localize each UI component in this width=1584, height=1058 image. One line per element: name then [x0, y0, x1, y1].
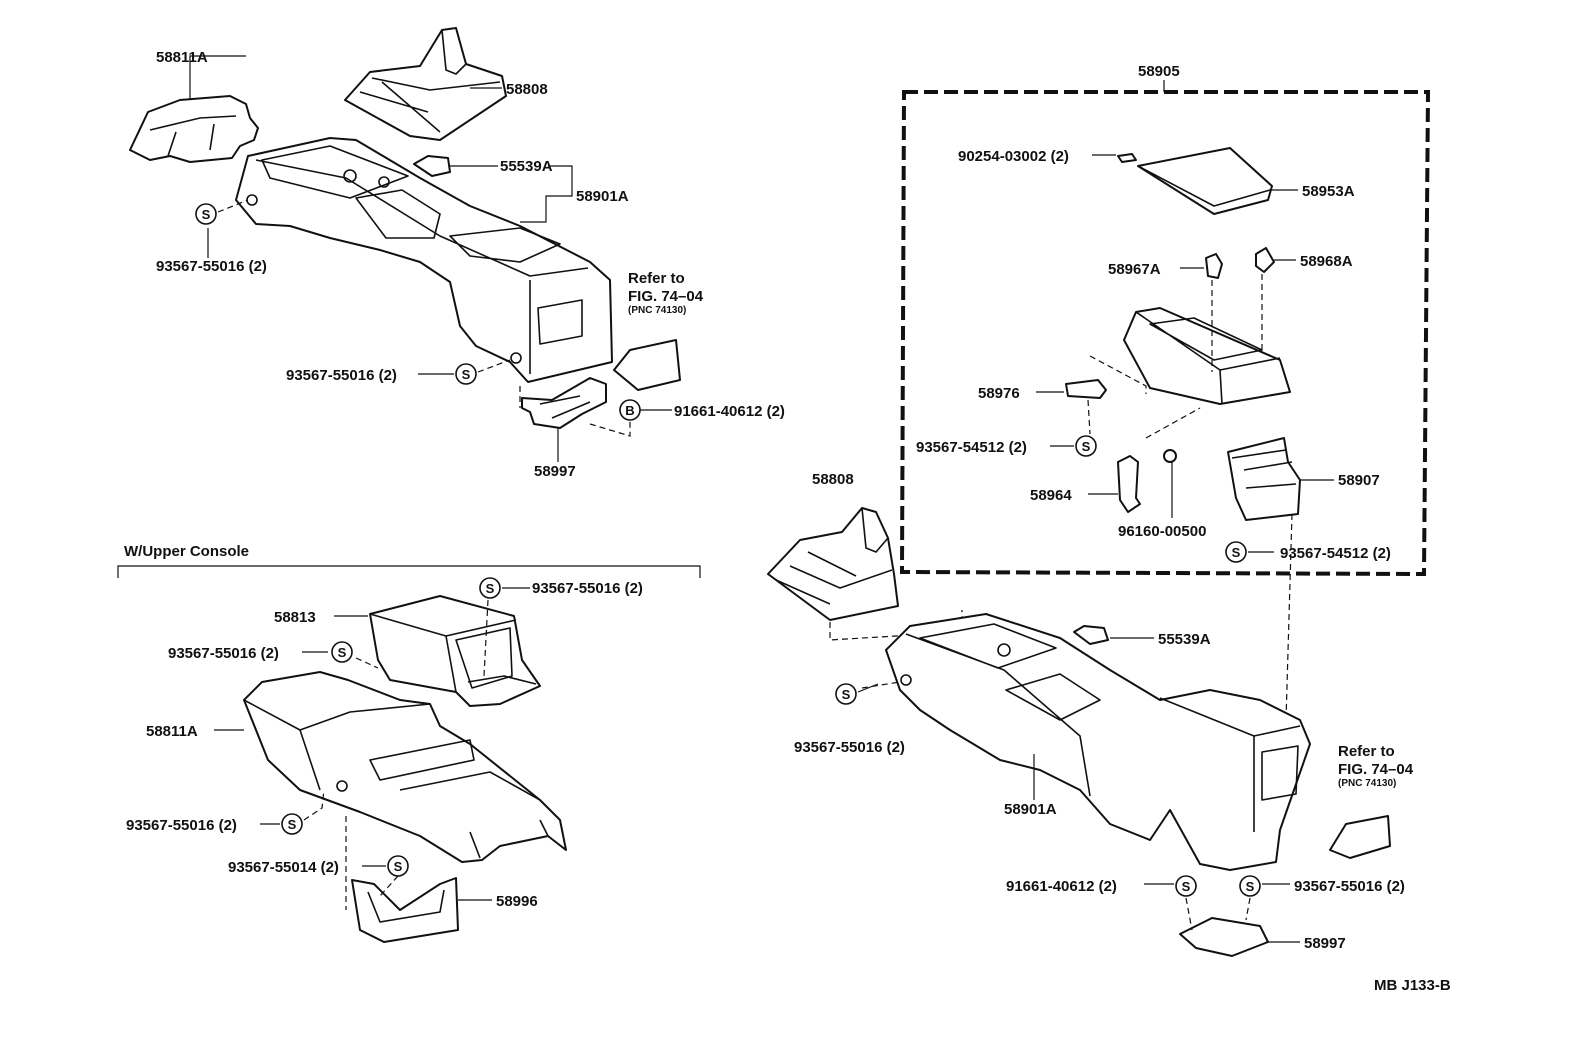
screw-symbol: S: [387, 855, 409, 877]
label-bolt-91661: 91661-40612 (2): [1006, 878, 1117, 895]
screw-symbol: S: [331, 641, 353, 663]
refer-cap-right: [1329, 815, 1391, 859]
svg-text:S: S: [462, 367, 471, 382]
label-58964: 58964: [1030, 487, 1072, 504]
part-55539a-right: [1073, 625, 1109, 645]
part-58997-bracket-right: [1179, 917, 1269, 957]
part-labels: 58811A 58808 55539A 58901A 93567-55016 (…: [124, 49, 1451, 994]
label-58808: 58808: [812, 471, 854, 488]
screw-symbol: S: [1239, 875, 1261, 897]
refer-cap: [613, 339, 681, 391]
right-sub-assembly: [899, 80, 1431, 721]
part-58976-bracket: [1065, 379, 1107, 399]
svg-text:S: S: [1232, 545, 1241, 560]
label-55539a: 55539A: [1158, 631, 1211, 648]
label-refer-pnc: (PNC 74130): [1338, 778, 1396, 789]
label-90254: 90254-03002 (2): [958, 148, 1069, 165]
label-refer-fig: FIG. 74–04: [1338, 761, 1414, 778]
screw-symbol: S: [1175, 875, 1197, 897]
part-58997-bracket: [521, 377, 607, 429]
part-55539a: [413, 155, 451, 177]
label-screw-55016: 93567-55016 (2): [156, 258, 267, 275]
fastener-symbols: S S B S S S S S S S S S: [195, 203, 1261, 897]
screw-symbol: S: [281, 813, 303, 835]
part-96160-washer: [1163, 449, 1177, 463]
label-screw-55016: 93567-55016 (2): [168, 645, 279, 662]
label-screw-55016: 93567-55016 (2): [794, 739, 905, 756]
part-58968a-clip: [1255, 247, 1275, 273]
part-58967a-clip: [1205, 253, 1223, 279]
svg-text:S: S: [1246, 879, 1255, 894]
label-96160: 96160-00500: [1118, 523, 1206, 540]
top-left-assembly: [129, 27, 681, 462]
label-58907: 58907: [1338, 472, 1380, 489]
label-58811a: 58811A: [156, 49, 208, 66]
screw-symbol: S: [479, 577, 501, 599]
part-58811a-cover: [129, 95, 259, 163]
label-screw-55016: 93567-55016 (2): [1294, 878, 1405, 895]
label-58967a: 58967A: [1108, 261, 1161, 278]
label-58905: 58905: [1138, 63, 1180, 80]
svg-text:S: S: [1182, 879, 1191, 894]
label-screw-55016: 93567-55016 (2): [286, 367, 397, 384]
label-screw-55014: 93567-55014 (2): [228, 859, 339, 876]
svg-text:S: S: [288, 817, 297, 832]
part-58811a-upper-console: [243, 671, 567, 863]
screw-symbol: S: [1075, 435, 1097, 457]
svg-text:S: S: [394, 859, 403, 874]
svg-text:S: S: [202, 207, 211, 222]
label-58968a: 58968A: [1300, 253, 1353, 270]
svg-text:S: S: [486, 581, 495, 596]
label-screw-54512: 93567-54512 (2): [1280, 545, 1391, 562]
label-58901a: 58901A: [576, 188, 629, 205]
part-58907-latch: [1227, 437, 1301, 521]
label-58997: 58997: [534, 463, 576, 480]
upper-console-section: [117, 565, 701, 943]
label-58996: 58996: [496, 893, 538, 910]
label-refer-fig: FIG. 74–04: [628, 288, 704, 305]
svg-text:S: S: [1082, 439, 1091, 454]
bolt-symbol: B: [619, 399, 641, 421]
right-lower-assembly: [767, 507, 1391, 957]
label-58811a: 58811A: [146, 723, 198, 740]
diagram-code: MB J133-B: [1374, 977, 1451, 994]
svg-text:B: B: [625, 403, 634, 418]
label-58901a: 58901A: [1004, 801, 1057, 818]
label-58808: 58808: [506, 81, 548, 98]
screw-symbol: S: [1225, 541, 1247, 563]
label-58813: 58813: [274, 609, 316, 626]
label-58997: 58997: [1304, 935, 1346, 952]
label-55539a: 55539A: [500, 158, 553, 175]
part-90254-pin: [1117, 153, 1137, 163]
section-title-upper-console: W/Upper Console: [124, 543, 249, 560]
sub-assembly-58905-boundary: [899, 90, 1431, 577]
svg-text:S: S: [338, 645, 347, 660]
part-58808-shift-boot: [344, 27, 507, 141]
label-refer-to: Refer to: [628, 270, 685, 287]
part-58901a-console: [235, 137, 613, 383]
label-58976: 58976: [978, 385, 1020, 402]
part-58964-lever: [1117, 455, 1141, 513]
screw-symbol: S: [195, 203, 217, 225]
svg-text:S: S: [842, 687, 851, 702]
screw-symbol: S: [835, 683, 857, 705]
label-bolt-91661: 91661-40612 (2): [674, 403, 785, 420]
part-58996-bracket: [351, 877, 459, 943]
label-screw-54512: 93567-54512 (2): [916, 439, 1027, 456]
label-refer-pnc: (PNC 74130): [628, 305, 686, 316]
screw-symbol: S: [455, 363, 477, 385]
label-refer-to: Refer to: [1338, 743, 1395, 760]
label-screw-55016: 93567-55016 (2): [532, 580, 643, 597]
label-58953a: 58953A: [1302, 183, 1355, 200]
part-58901a-console-right: [885, 613, 1311, 871]
label-screw-55016: 93567-55016 (2): [126, 817, 237, 834]
part-58953a-lid: [1137, 147, 1273, 215]
